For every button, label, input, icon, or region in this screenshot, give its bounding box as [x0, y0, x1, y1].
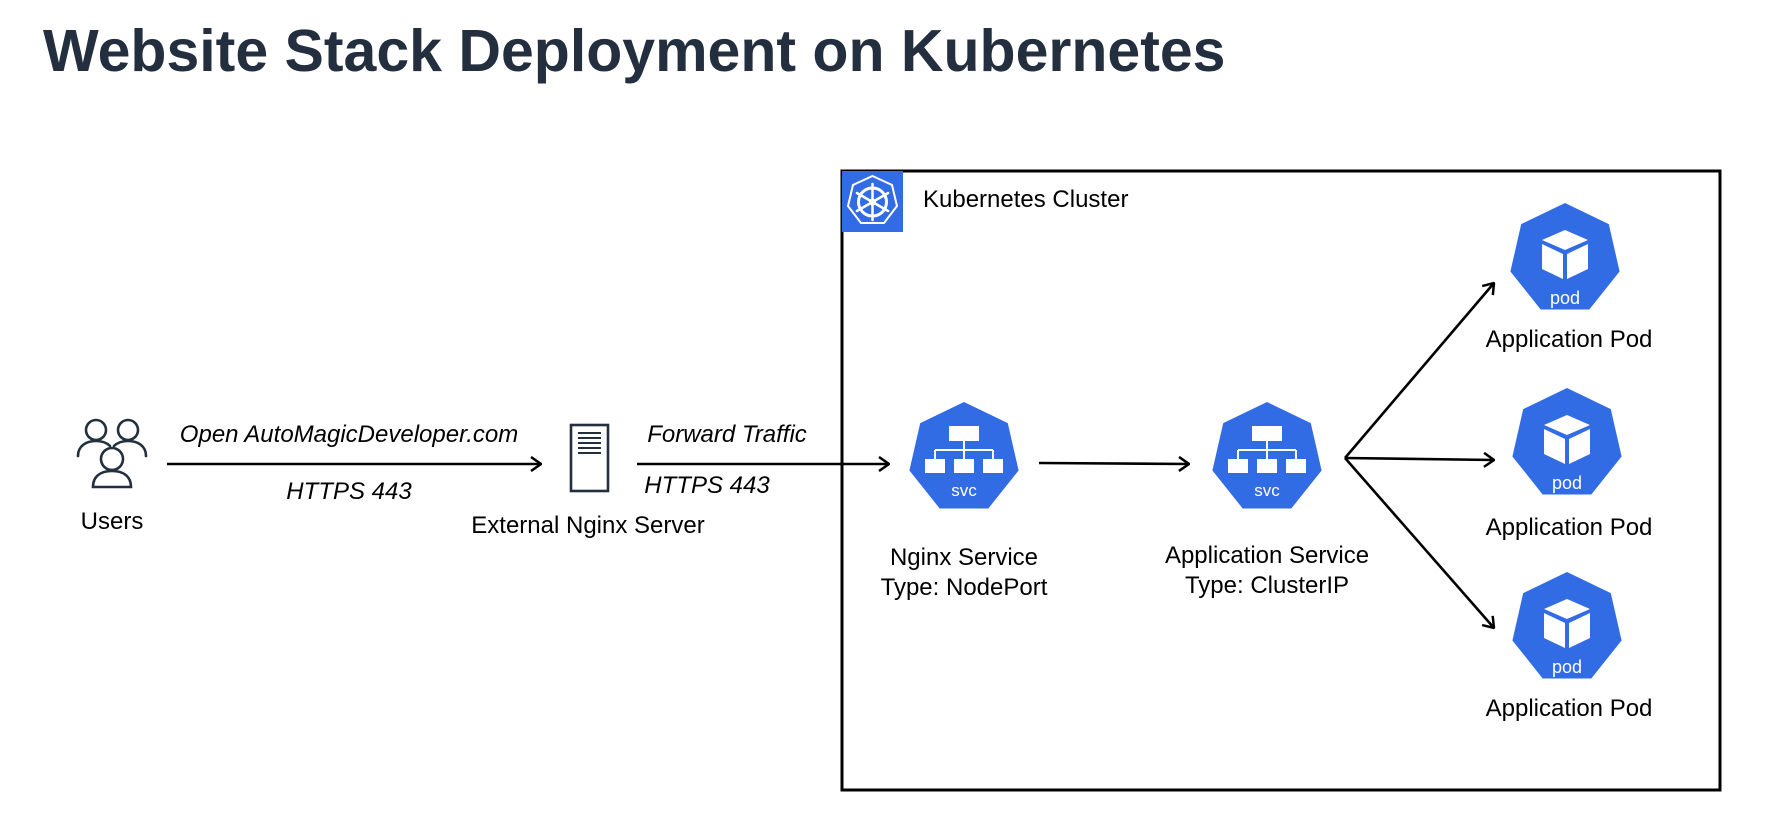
- edge-label-open-site: Open AutoMagicDeveloper.com: [179, 421, 519, 448]
- edge-label-https-2: HTTPS 443: [644, 472, 770, 499]
- pod-icon: pod: [1512, 388, 1622, 495]
- arrow-app-service-to-pod-1: [1344, 283, 1494, 459]
- nginx-service-name: Nginx Service: [889, 544, 1039, 571]
- app-service-label: Application Service Type: ClusterIP: [1165, 541, 1369, 601]
- application-service-icon: svc: [1212, 402, 1322, 509]
- pod-text: pod: [1550, 288, 1580, 308]
- arrow-nginx-service-to-app-service: [1038, 463, 1189, 464]
- svc-text: svc: [951, 481, 977, 500]
- edge-label-https-1: HTTPS 443: [286, 478, 412, 505]
- kubernetes-cluster-boundary: [840, 169, 1722, 792]
- pod-icon: pod: [1512, 572, 1622, 679]
- users-label: Users: [80, 508, 144, 535]
- server-icon: [569, 423, 610, 493]
- users-icon: [76, 418, 148, 489]
- nginx-service-label: Nginx Service Type: NodePort: [881, 543, 1048, 603]
- pod-icon: pod: [1510, 203, 1620, 310]
- arrow-app-service-to-pod-3: [1344, 457, 1494, 628]
- edge-label-forward-traffic: Forward Traffic: [647, 421, 807, 448]
- external-nginx-label: External Nginx Server: [471, 512, 705, 539]
- pod-text: pod: [1552, 473, 1582, 493]
- pod-text: pod: [1552, 657, 1582, 677]
- pod-label: Application Pod: [1485, 326, 1653, 353]
- nginx-service-type: Type: NodePort: [880, 574, 1048, 601]
- pod-label: Application Pod: [1485, 695, 1653, 722]
- pod-label: Application Pod: [1485, 514, 1653, 541]
- kubernetes-cluster-label: Kubernetes Cluster: [923, 186, 1129, 213]
- svc-text: svc: [1254, 481, 1280, 500]
- arrow-app-service-to-pod-2: [1344, 458, 1494, 460]
- nginx-service-icon: svc: [909, 402, 1019, 509]
- page-title: Website Stack Deployment on Kubernetes: [43, 18, 1226, 84]
- kubernetes-helm-icon: [842, 171, 903, 232]
- app-service-type: Type: ClusterIP: [1184, 572, 1350, 599]
- app-service-name: Application Service: [1164, 542, 1370, 569]
